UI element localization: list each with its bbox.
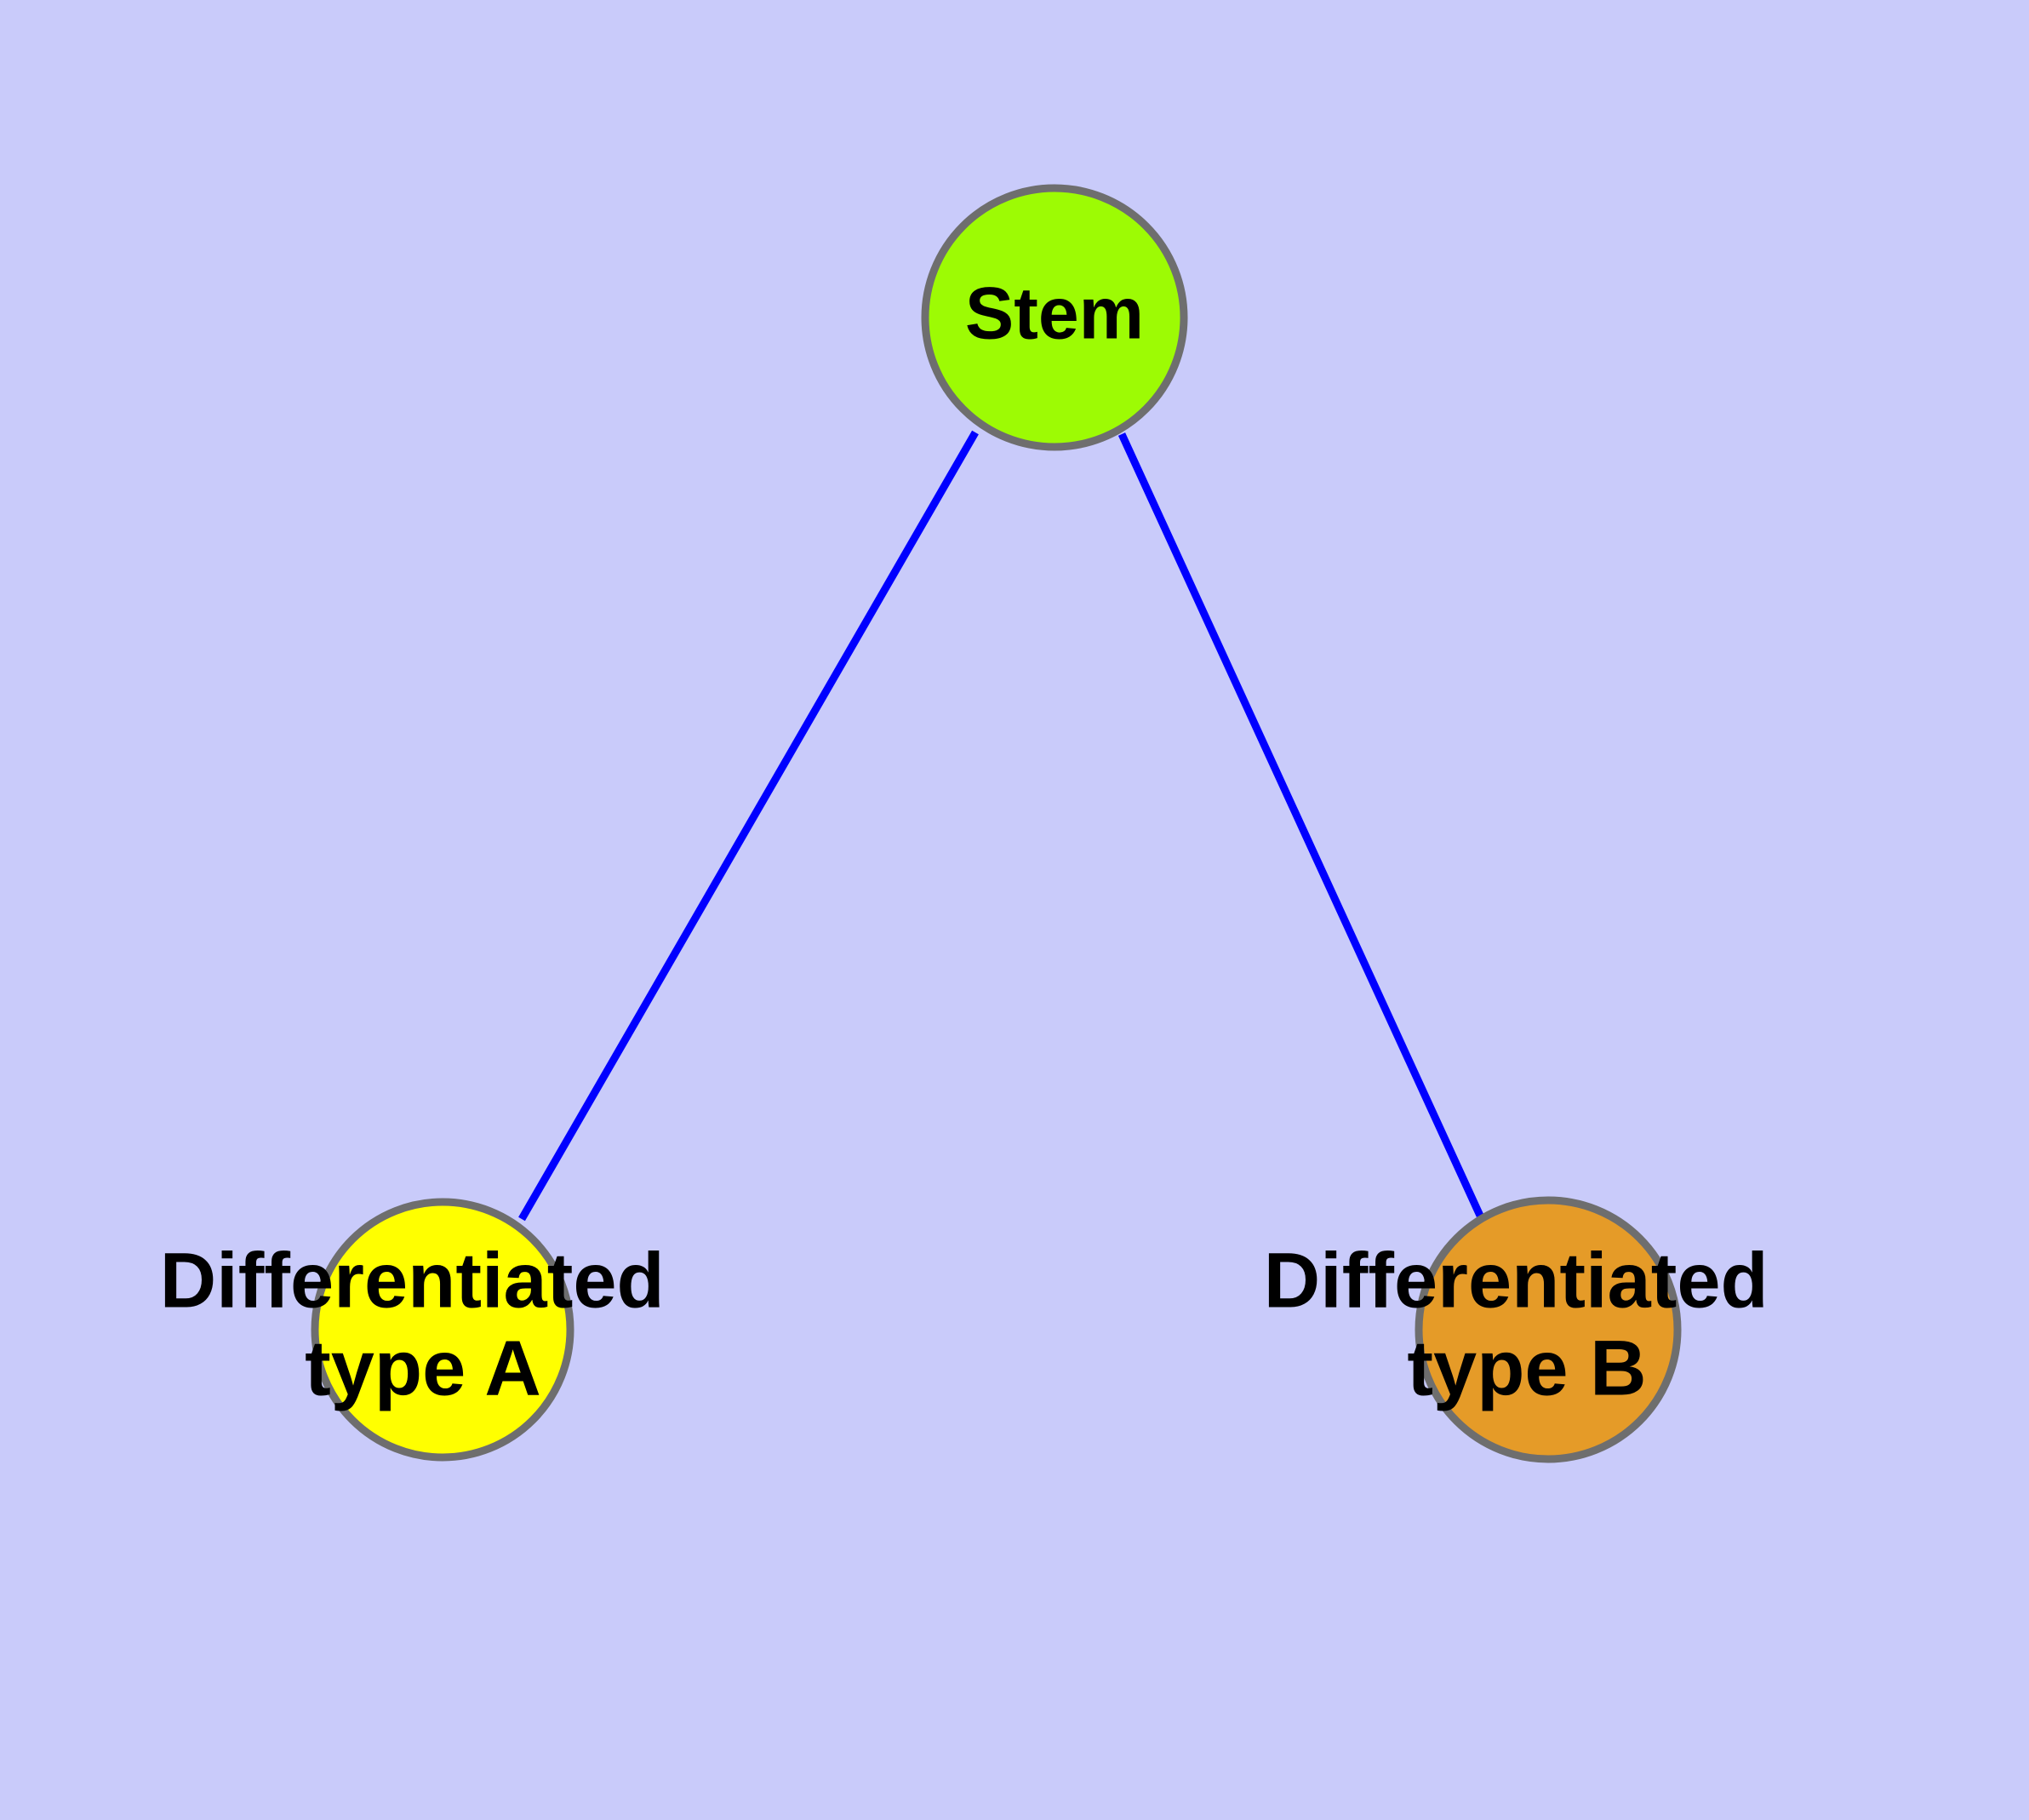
node-differentiated-type-a[interactable]: Differentiated type A <box>160 1198 687 1462</box>
node-circle-differentiated-type-a[interactable] <box>311 1198 574 1462</box>
node-label-line-1: Differentiated <box>160 1238 665 1325</box>
node-label-differentiated-type-a: Differentiated type A <box>160 1238 687 1412</box>
node-label-differentiated-type-b: Differentiated type B <box>1264 1238 1791 1412</box>
node-label-line-2: type A <box>305 1325 541 1412</box>
node-circle-differentiated-type-b[interactable] <box>1415 1196 1682 1463</box>
node-circle-stem[interactable] <box>921 184 1188 451</box>
node-stem[interactable]: Stem <box>921 184 1188 451</box>
node-label-line-1: Stem <box>965 272 1144 354</box>
node-label-stem: Stem <box>965 272 1144 354</box>
edge-layer <box>518 430 1484 1222</box>
edge-stem-to-differentiated-type-b <box>1117 432 1484 1217</box>
node-label-line-1: Differentiated <box>1264 1238 1769 1325</box>
edge-stem-to-differentiated-type-a <box>518 430 979 1222</box>
node-differentiated-type-b[interactable]: Differentiated type B <box>1264 1196 1791 1463</box>
node-layer: Differentiated type A Differentiated typ… <box>160 184 1791 1463</box>
node-label-line-2: type B <box>1407 1325 1646 1412</box>
